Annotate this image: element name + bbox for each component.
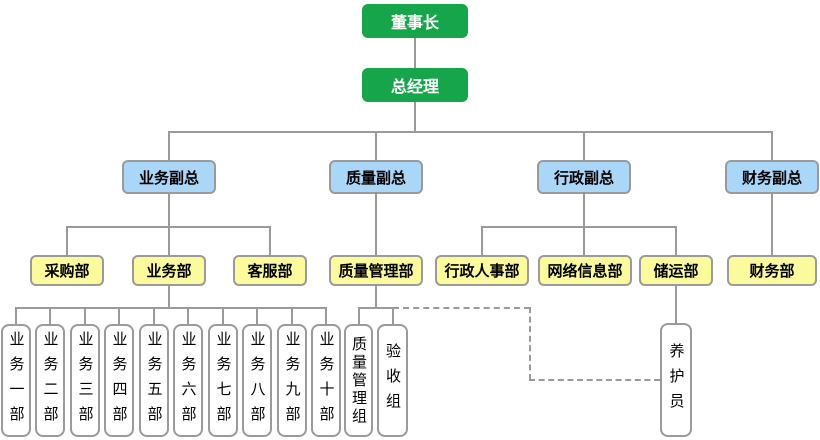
node-customer-service-dept: 客服部	[233, 255, 307, 286]
connector-line	[583, 131, 585, 160]
connector-line	[222, 307, 224, 324]
node-label: 业务一部	[7, 330, 25, 431]
node-business-unit-1: 业务一部	[1, 324, 31, 437]
node-vp-business: 业务副总	[122, 160, 216, 194]
node-storage-transport-dept: 储运部	[639, 255, 713, 286]
connector-line	[269, 226, 271, 255]
connector-line	[153, 307, 155, 324]
node-general-manager: 总经理	[362, 68, 468, 102]
node-business-unit-4: 业务四部	[104, 324, 134, 437]
connector-line	[583, 194, 585, 226]
connector-line	[84, 307, 86, 324]
connector-line	[375, 131, 377, 160]
connector-line	[291, 307, 293, 324]
node-label: 储运部	[653, 263, 699, 280]
connector-line	[118, 307, 120, 324]
connector-line	[375, 286, 377, 307]
connector-line	[15, 307, 17, 324]
node-business-unit-8: 业务八部	[242, 324, 272, 437]
node-finance-dept: 财务部	[727, 255, 817, 286]
node-label: 质量管理组	[350, 335, 367, 426]
connector-line	[256, 307, 258, 324]
dashed-connector	[529, 307, 531, 380]
node-purchasing-dept: 采购部	[30, 255, 104, 286]
node-label: 质量管理部	[338, 263, 414, 280]
connector-line	[168, 286, 170, 307]
connector-line	[15, 307, 327, 309]
node-label: 业务四部	[110, 330, 128, 431]
node-label: 采购部	[44, 263, 90, 280]
node-label: 业务八部	[248, 330, 266, 431]
node-caretaker: 养护员	[660, 323, 692, 437]
node-label: 业务二部	[41, 330, 59, 431]
connector-line	[358, 307, 393, 309]
connector-line	[414, 38, 416, 68]
connector-line	[481, 226, 677, 228]
node-quality-mgmt-dept: 质量管理部	[329, 255, 423, 286]
connector-line	[168, 131, 170, 160]
node-label: 验收组	[384, 343, 401, 418]
node-label: 总经理	[390, 79, 439, 96]
node-label: 业务三部	[76, 330, 94, 431]
node-business-unit-5: 业务五部	[139, 324, 169, 437]
node-label: 业务五部	[145, 330, 163, 431]
node-business-unit-2: 业务二部	[35, 324, 65, 437]
connector-line	[358, 307, 360, 324]
node-label: 业务九部	[283, 330, 301, 431]
node-business-unit-9: 业务九部	[277, 324, 307, 437]
node-label: 业务六部	[179, 330, 197, 431]
node-vp-finance: 财务副总	[725, 160, 819, 194]
node-label: 业务十部	[317, 330, 335, 431]
connector-line	[66, 226, 68, 255]
node-business-unit-10: 业务十部	[311, 324, 341, 437]
node-business-unit-7: 业务七部	[208, 324, 238, 437]
connector-line	[414, 102, 416, 131]
connector-line	[481, 226, 483, 255]
connector-line	[583, 226, 585, 255]
node-acceptance-group: 验收组	[377, 324, 408, 437]
node-label: 行政人事部	[444, 263, 520, 280]
node-quality-mgmt-group: 质量管理组	[344, 324, 373, 437]
connector-line	[675, 226, 677, 255]
node-admin-hr-dept: 行政人事部	[435, 255, 529, 286]
connector-line	[392, 307, 394, 324]
node-label: 养护员	[667, 342, 685, 418]
node-label: 财务副总	[741, 169, 802, 187]
dashed-connector	[529, 379, 660, 381]
node-label: 业务七部	[214, 330, 232, 431]
node-label: 业务副总	[138, 169, 199, 187]
node-label: 客服部	[247, 263, 293, 280]
node-network-info-dept: 网络信息部	[538, 255, 632, 286]
node-business-unit-3: 业务三部	[70, 324, 100, 437]
node-business-unit-6: 业务六部	[173, 324, 203, 437]
node-label: 行政副总	[553, 169, 614, 187]
connector-line	[168, 131, 773, 133]
node-vp-quality: 质量副总	[329, 160, 423, 194]
connector-line	[49, 307, 51, 324]
node-label: 业务部	[146, 263, 192, 280]
node-vp-admin: 行政副总	[537, 160, 631, 194]
dashed-connector	[393, 307, 530, 309]
node-label: 网络信息部	[547, 263, 623, 280]
node-business-dept: 业务部	[132, 255, 206, 286]
connector-line	[168, 194, 170, 226]
connector-line	[325, 307, 327, 324]
connector-line	[375, 194, 377, 255]
node-label: 财务部	[749, 263, 795, 280]
connector-line	[187, 307, 189, 324]
node-chairman: 董事长	[362, 4, 468, 38]
connector-line	[771, 194, 773, 255]
connector-line	[771, 131, 773, 160]
node-label: 质量副总	[345, 169, 406, 187]
connector-line	[168, 226, 170, 255]
connector-line	[675, 286, 677, 323]
node-label: 董事长	[390, 15, 439, 32]
